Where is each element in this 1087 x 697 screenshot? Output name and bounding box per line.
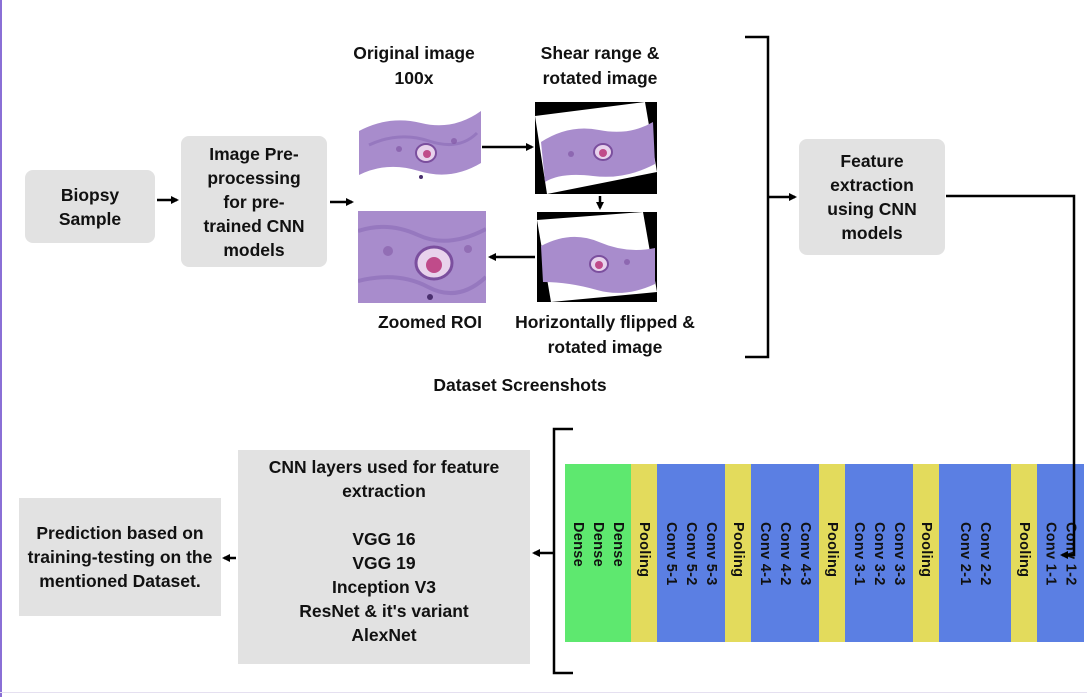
layer-label: Conv 2-2 [977, 522, 993, 586]
layer-pool-9: Pooling [1011, 464, 1037, 642]
layer-label: Conv 3-1 [851, 522, 867, 586]
layer-label: Conv 5-2 [683, 522, 699, 586]
layer-label: Dense [590, 522, 606, 568]
biopsy-sample-text: Biopsy Sample [58, 184, 122, 229]
layer-pool-3: Pooling [725, 464, 751, 642]
layer-pool-7: Pooling [913, 464, 939, 642]
layer-label: Dense [610, 522, 626, 568]
cnn-layers-box: CNN layers used for feature extraction V… [238, 450, 530, 664]
top-bracket [745, 35, 770, 359]
layer-label: Conv 2-1 [957, 522, 973, 586]
layer-label: Conv 5-3 [703, 522, 719, 586]
model-alexnet: AlexNet [351, 625, 417, 645]
layer-label: Conv 4-3 [797, 522, 813, 586]
original-image-label: Original image 100x [353, 43, 475, 88]
dataset-caption: Dataset Screenshots [433, 375, 607, 395]
model-vgg19: VGG 19 [352, 553, 416, 573]
arrow-feature-to-layers [946, 194, 1076, 559]
layer-label: Pooling [824, 522, 840, 578]
layer-label: Dense [570, 522, 586, 568]
prediction-text: Prediction based on training-testing on … [27, 523, 213, 591]
model-inception-v3: Inception V3 [331, 577, 437, 597]
layer-pool-5: Pooling [819, 464, 845, 642]
layer-label: Conv 4-1 [757, 522, 773, 586]
model-resnet: ResNet & it's variant [299, 601, 469, 621]
layer-label: Pooling [730, 522, 746, 578]
prediction-node: Prediction based on training-testing on … [19, 498, 221, 616]
layer-label: Conv 4-2 [777, 522, 793, 586]
model-vgg16: VGG 16 [352, 529, 416, 549]
layer-pool-1: Pooling [631, 464, 657, 642]
preprocessing-text: Image Pre-processing for pre-trained CNN… [203, 143, 305, 260]
flipped-image-label: Horizontally flipped & rotated image [515, 312, 695, 357]
shear-rotated-image [535, 102, 657, 194]
flipped-rotated-image [537, 212, 657, 302]
layer-label: Conv 5-1 [663, 522, 679, 586]
left-border [0, 0, 2, 697]
layer-label: Pooling [636, 522, 652, 578]
layer-label: Pooling [918, 522, 934, 578]
shear-image-label: Shear range & rotated image [540, 43, 660, 88]
cnn-layers-title: CNN layers used for feature extraction [268, 457, 500, 501]
layer-label: Conv 1-1 [1042, 522, 1059, 586]
layer-label: Conv 3-3 [891, 522, 907, 586]
original-image [359, 101, 481, 193]
bottom-bracket [552, 427, 573, 675]
feature-extraction-node: Feature extraction using CNN models [799, 139, 945, 255]
zoomed-roi-label: Zoomed ROI [377, 312, 483, 332]
feature-extraction-text: Feature extraction using CNN models [827, 151, 917, 243]
layer-label: Conv 3-2 [871, 522, 887, 586]
biopsy-sample-node: Biopsy Sample [25, 170, 155, 243]
preprocessing-node: Image Pre-processing for pre-trained CNN… [181, 136, 327, 267]
zoomed-roi-image [358, 211, 486, 303]
layer-label: Pooling [1016, 522, 1032, 578]
bottom-border [0, 692, 1087, 693]
